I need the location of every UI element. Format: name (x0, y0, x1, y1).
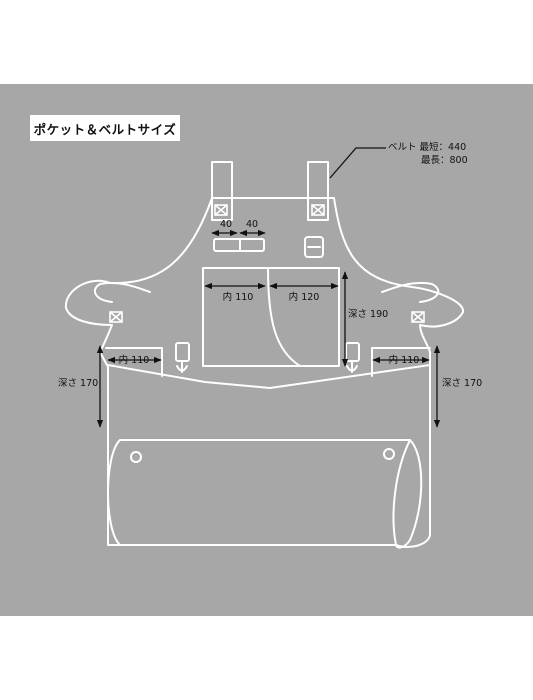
apron-body-outline (64, 197, 464, 548)
right-tool-holder (345, 342, 360, 362)
chest-pocket-divider (267, 267, 301, 367)
left-arm-x-stitch (109, 311, 123, 323)
side-right-depth-label: 深さ 170 (442, 378, 482, 389)
chest-depth-label: 深さ 190 (348, 309, 388, 320)
front-pocket-outline (107, 439, 423, 549)
chest-left-width-label: 内 110 (223, 291, 254, 303)
side-left-depth-label: 深さ 170 (58, 378, 98, 389)
diagram-background (0, 84, 533, 616)
right-snap-button (383, 448, 395, 460)
belt-note-line1: ベルト 最短：440 (388, 141, 466, 153)
right-tool-hook (346, 360, 358, 373)
belt-note-line2: 最長：800 (421, 155, 468, 166)
left-shoulder-strap (211, 161, 233, 221)
strap-width-left-label: 40 (220, 219, 232, 230)
title-label-box: ポケット＆ベルトサイズ (30, 115, 180, 141)
left-tool-holder (175, 342, 190, 362)
left-side-pocket (105, 347, 163, 377)
front-panel-top-edge (107, 364, 431, 389)
right-side-pocket (371, 347, 431, 377)
side-right-width-label: 内 110 (389, 354, 420, 366)
right-shoulder-strap (307, 161, 329, 221)
front-pocket-fold (392, 439, 411, 546)
left-tool-hook (176, 360, 188, 373)
left-snap-button (130, 451, 142, 463)
belt-slider (304, 236, 324, 258)
right-arm-loop (381, 282, 440, 303)
belt-note-leader (329, 147, 386, 179)
diagram-title: ポケット＆ベルトサイズ (33, 121, 177, 137)
chest-pocket (202, 267, 340, 367)
right-strap-x-stitch (311, 204, 325, 216)
side-left-width-label: 内 110 (119, 354, 150, 366)
left-strap-x-stitch (214, 204, 228, 216)
right-arm-x-stitch (411, 311, 425, 323)
chest-right-width-label: 内 120 (289, 291, 320, 303)
strap-width-right-label: 40 (246, 219, 258, 230)
left-arm-loop (93, 282, 151, 303)
